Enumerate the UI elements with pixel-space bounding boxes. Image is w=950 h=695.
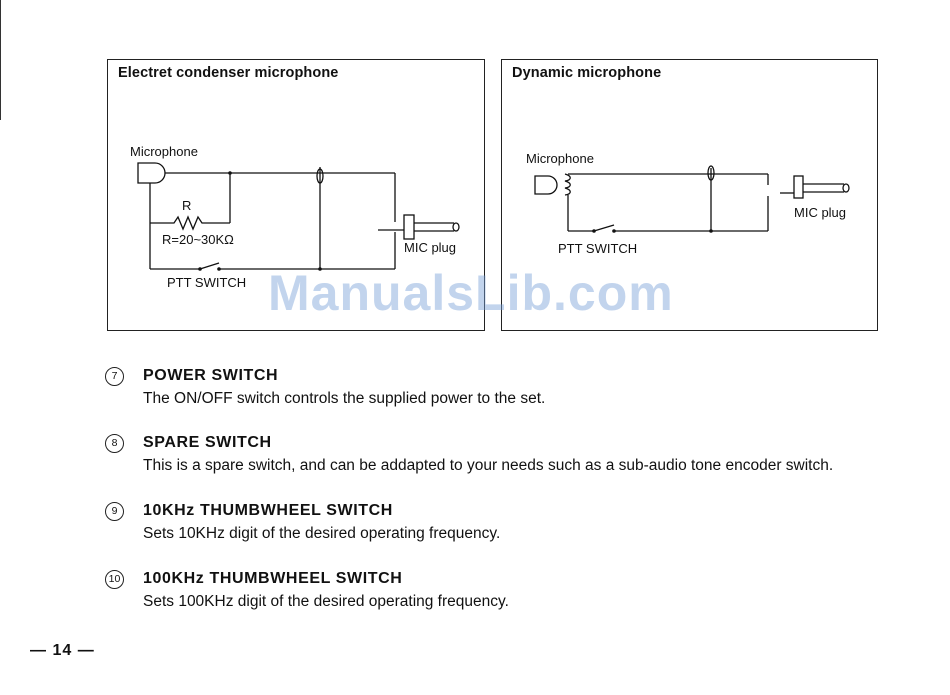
item-number-badge: 10: [105, 570, 124, 589]
dynamic-microphone-symbol: [534, 175, 558, 195]
item-description: Sets 10KHz digit of the desired operatin…: [143, 525, 501, 542]
dynamic-mic-plug-label: MIC plug: [794, 205, 846, 220]
item-number-badge: 9: [105, 502, 124, 521]
electret-mic-plug-symbol: [403, 214, 415, 240]
resistor-label: R: [182, 198, 191, 213]
page-edge-rule: [0, 0, 1, 120]
dynamic-microphone-label: Microphone: [526, 151, 594, 166]
resistor-symbol: [150, 215, 230, 231]
item-heading: 100KHz THUMBWHEEL SWITCH: [143, 570, 403, 587]
dynamic-microphone-diagram: Dynamic microphone: [501, 59, 878, 331]
item-number-badge: 7: [105, 367, 124, 386]
item-number-badge: 8: [105, 434, 124, 453]
resistor-value-label: R=20~30KΩ: [162, 232, 234, 247]
coil-symbol: [564, 173, 571, 196]
item-description: The ON/OFF switch controls the supplied …: [143, 390, 546, 407]
electret-mic-plug-label: MIC plug: [404, 240, 456, 255]
item-description: This is a spare switch, and can be addap…: [143, 457, 834, 474]
electret-circuit-schematic: Microphone R R=20~30KΩ MIC plug PTT SWIT…: [130, 144, 460, 290]
electret-microphone-label: Microphone: [130, 144, 198, 159]
item-heading: SPARE SWITCH: [143, 434, 272, 451]
electret-microphone-diagram: Electret condenser microphone: [107, 59, 485, 331]
dynamic-ptt-switch-label: PTT SWITCH: [558, 241, 637, 256]
electret-ptt-switch-lever: [199, 262, 220, 270]
page-number: — 14 —: [30, 642, 95, 659]
dynamic-circuit-schematic: Microphone MIC plug PTT SWITCH: [526, 151, 850, 256]
electret-diagram-title: Electret condenser microphone: [118, 65, 339, 81]
dynamic-mic-plug-symbol: [793, 175, 804, 199]
item-description: Sets 100KHz digit of the desired operati…: [143, 593, 509, 610]
electret-microphone-symbol: [137, 162, 166, 184]
item-heading: POWER SWITCH: [143, 367, 279, 384]
watermark: ManualsLib.com: [268, 265, 674, 321]
item-heading: 10KHz THUMBWHEEL SWITCH: [143, 502, 393, 519]
electret-ptt-switch-label: PTT SWITCH: [167, 275, 246, 290]
dynamic-diagram-title: Dynamic microphone: [512, 65, 662, 81]
dynamic-ptt-switch-lever: [593, 224, 615, 232]
